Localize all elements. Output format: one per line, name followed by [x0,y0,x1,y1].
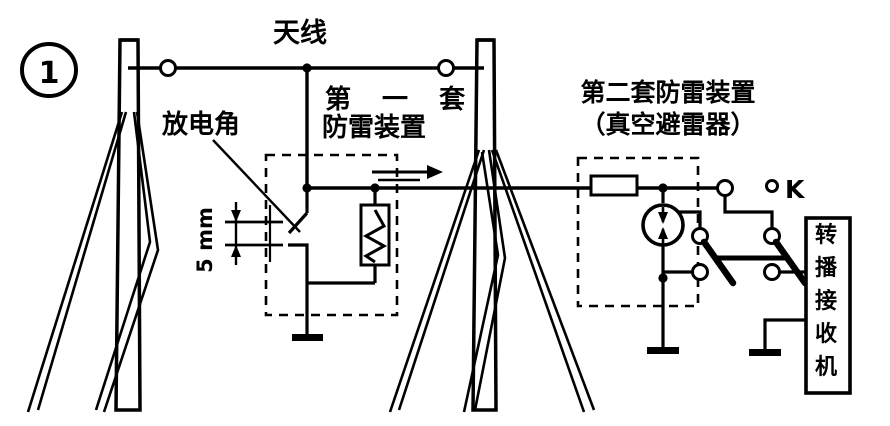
ground-2 [647,278,679,354]
gap-dimension-marks [225,202,283,265]
insulator-right-icon [437,59,455,77]
receiver-unit: 转播接收机 [804,216,852,395]
first-device-label-line1: 第 一 套 [325,84,476,115]
gap-dimension-label: 5 mm [193,207,217,273]
first-device-arrow [372,165,443,182]
switch-label-terminal [765,179,779,193]
figure-number-marker: 1 [20,42,78,98]
ground-3 [749,318,806,356]
discharge-gap-leader [212,139,301,233]
right-mast [388,38,596,413]
first-device-label-line2: 防雷装置 [322,113,426,143]
antenna-wire [128,59,484,188]
second-device-label-line2: （真空避雷器） [580,110,755,139]
switch-label: K [785,175,806,204]
switch-contact-right[interactable] [763,263,781,281]
receiver-label: 转播接收机 [815,222,841,380]
figure-number-text: 1 [39,56,60,91]
protective-resistor [307,188,391,285]
second-device-label-line1: 第二套防雷装置 [580,78,755,107]
fuse [589,174,639,197]
first-protection-device-enclosure [264,153,399,317]
insulator-left-icon [159,59,177,77]
switch-contact-left[interactable] [691,263,709,281]
ground-1 [292,310,323,341]
discharge-gap-label: 放电角 [161,109,240,140]
spark-gap [287,188,309,310]
switch-terminal-in-top[interactable] [716,179,734,197]
switch-label-group: K [765,175,806,204]
antenna-label: 天线 [273,18,327,49]
switch-blade-left[interactable] [700,238,737,287]
switch-blade-right[interactable] [772,238,809,287]
left-mast [26,38,160,413]
knife-switch[interactable] [663,179,809,287]
